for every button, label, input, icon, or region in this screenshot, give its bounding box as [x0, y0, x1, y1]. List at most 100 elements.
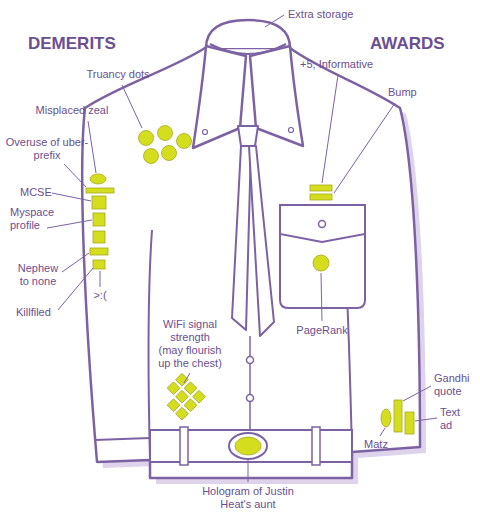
- callout-label: Overuse of uber- prefix: [4, 136, 90, 162]
- leader-line: [322, 75, 338, 183]
- leader-line: [47, 220, 92, 228]
- leader-line: [380, 428, 385, 436]
- award-badge: [405, 412, 414, 434]
- label-text: Overuse of uber- prefix: [4, 136, 90, 162]
- leader-line: [122, 85, 142, 128]
- label-text: Killfiled: [16, 306, 76, 319]
- callout-label: Killfiled: [16, 306, 76, 319]
- truancy-dot: [144, 149, 159, 164]
- callout-label: Truancy dots: [73, 68, 163, 81]
- label-text: Extra storage: [288, 8, 378, 21]
- award-badge: [310, 185, 332, 191]
- callout-label: Hologram of Justin Heat's aunt: [192, 485, 304, 511]
- demerit-badge: [90, 248, 108, 255]
- callout-label: PageRank: [282, 324, 362, 337]
- label-text: Matz: [356, 438, 396, 451]
- wifi-badge: [176, 407, 189, 420]
- label-text: Truancy dots: [73, 68, 163, 81]
- demerit-badge: [93, 231, 105, 243]
- label-text: MCSE: [20, 186, 70, 199]
- callout-label: >:(: [85, 289, 115, 302]
- belt-loop: [180, 427, 188, 465]
- belt-buckle: [229, 433, 267, 459]
- label-text: Misplaced zeal: [27, 104, 117, 117]
- pocket-button: [319, 221, 326, 228]
- collar-button: [289, 128, 294, 133]
- label-text: Myspace profile: [10, 206, 66, 232]
- section-heading: AWARDS: [370, 34, 470, 54]
- shirt-button: [247, 395, 254, 402]
- wifi-badge: [184, 399, 197, 412]
- wifi-badge: [167, 382, 180, 395]
- award-badge: [381, 409, 391, 427]
- leader-line: [334, 103, 395, 193]
- leader-line: [321, 273, 322, 321]
- label-text: Bump: [388, 86, 438, 99]
- callout-label: Misplaced zeal: [27, 104, 117, 117]
- truancy-dot: [162, 146, 177, 161]
- heading-text: AWARDS: [370, 34, 470, 54]
- leader-line: [248, 458, 249, 482]
- pocket-flap: [280, 205, 365, 242]
- tie-tail: [232, 146, 251, 330]
- demerit-badge: [92, 196, 106, 209]
- truancy-dot: [158, 126, 173, 141]
- leader-line: [265, 15, 284, 27]
- collar-back: [206, 20, 290, 48]
- wifi-badge: [176, 390, 189, 403]
- demerit-badge: [93, 213, 105, 226]
- tie-knot: [238, 126, 258, 146]
- callout-label: +5, Informative: [300, 58, 400, 71]
- label-text: >:(: [85, 289, 115, 302]
- hologram-badge: [235, 437, 261, 455]
- label-text: WiFi signal strength (may flourish up th…: [157, 318, 223, 370]
- label-text: Gandhi quote: [434, 372, 476, 398]
- label-text: +5, Informative: [300, 58, 400, 71]
- sleeve-seam: [148, 230, 152, 460]
- truancy-dot: [139, 131, 154, 146]
- placket-line: [249, 336, 251, 430]
- leader-line: [52, 193, 91, 201]
- leader-line: [403, 386, 431, 401]
- callout-label: Extra storage: [288, 8, 378, 21]
- callout-label: Gandhi quote: [434, 372, 476, 398]
- callout-label: Bump: [388, 86, 438, 99]
- callout-label: Matz: [356, 438, 396, 451]
- leader-lines: [47, 15, 437, 482]
- section-heading: DEMERITS: [28, 34, 138, 54]
- demerit-badge: [86, 188, 114, 193]
- belt-loop: [312, 427, 320, 465]
- wifi-badges: [159, 373, 206, 420]
- callout-label: WiFi signal strength (may flourish up th…: [157, 318, 223, 370]
- demerit-badge: [93, 260, 105, 269]
- demerit-badge: [90, 174, 106, 184]
- cuff-line: [95, 438, 150, 440]
- leader-line: [62, 253, 89, 272]
- label-text: Hologram of Justin Heat's aunt: [192, 485, 304, 511]
- wifi-badge: [167, 399, 180, 412]
- callout-label: Text ad: [440, 406, 470, 432]
- award-badge: [310, 194, 332, 200]
- pagerank-badge: [313, 255, 329, 271]
- shirt-button: [247, 357, 254, 364]
- callout-label: Nephew to none: [14, 262, 62, 288]
- leader-line: [88, 121, 96, 173]
- label-text: Text ad: [440, 406, 470, 432]
- callout-label: Myspace profile: [10, 206, 66, 232]
- leader-line: [415, 418, 437, 421]
- callout-label: MCSE: [20, 186, 70, 199]
- heading-text: DEMERITS: [28, 34, 138, 54]
- leader-line: [64, 164, 86, 187]
- wifi-badge: [193, 390, 206, 403]
- label-text: Nephew to none: [14, 262, 62, 288]
- leader-line: [100, 271, 101, 287]
- leader-line: [184, 373, 190, 383]
- pocket: [280, 205, 365, 308]
- leader-line: [58, 268, 93, 310]
- tie-tail: [249, 146, 274, 336]
- shirt-outline: [82, 48, 420, 478]
- award-badge: [394, 400, 402, 432]
